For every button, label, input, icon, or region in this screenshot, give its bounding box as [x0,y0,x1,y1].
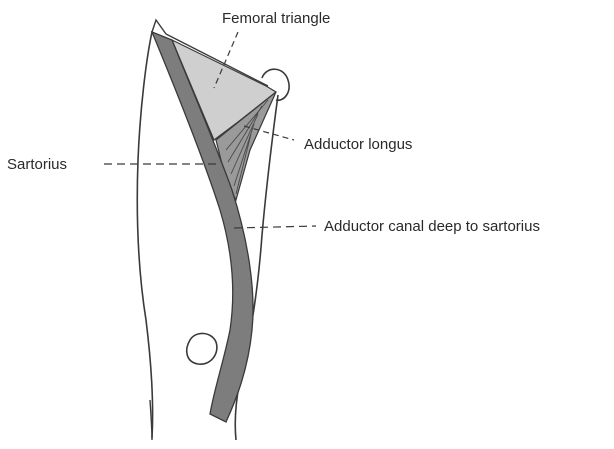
knee-lateral-contour [150,400,152,440]
adductor-longus-label: Adductor longus [304,137,412,152]
sartorius-label: Sartorius [7,157,67,172]
patella-outline [187,333,217,364]
leader-adductor-canal [234,226,316,228]
femoral-triangle-label: Femoral triangle [222,11,330,26]
thigh-top-notch [152,20,166,34]
thigh-lateral-outline [137,32,152,438]
adductor-canal-label: Adductor canal deep to sartorius [324,219,540,234]
